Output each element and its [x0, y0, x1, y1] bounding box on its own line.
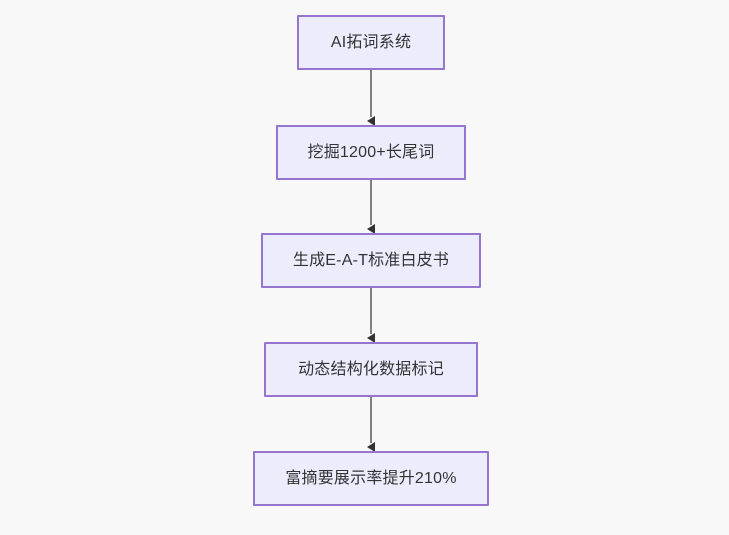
- flow-node-dynamic-structured-data-markup[interactable]: 动态结构化数据标记: [264, 342, 478, 397]
- flow-node-rich-snippet-impression-lift[interactable]: 富摘要展示率提升210%: [253, 451, 489, 506]
- flow-node-label: 动态结构化数据标记: [298, 360, 444, 378]
- flow-node-label: 挖掘1200+长尾词: [307, 143, 435, 161]
- flow-node-label: AI拓词系统: [330, 33, 412, 51]
- flow-node-mine-longtail-keywords[interactable]: 挖掘1200+长尾词: [276, 125, 466, 180]
- flow-node-label: 富摘要展示率提升210%: [285, 469, 457, 487]
- flow-node-label: 生成E-A-T标准白皮书: [292, 251, 450, 269]
- flow-node-generate-eat-whitepaper[interactable]: 生成E-A-T标准白皮书: [261, 233, 481, 288]
- flow-node-ai-keyword-expansion-system[interactable]: AI拓词系统: [297, 15, 445, 70]
